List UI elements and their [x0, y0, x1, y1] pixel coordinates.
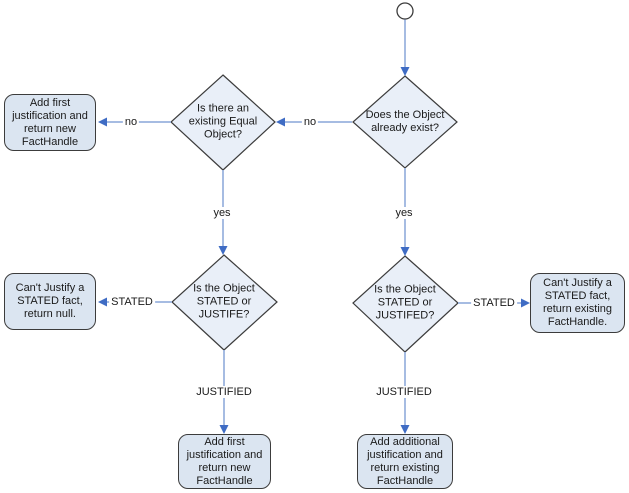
decision-stated-or-justifed-label: Is the Object STATED or JUSTIFED?	[374, 283, 436, 322]
box-add-first-justification-top: Add first justification and return new F…	[4, 94, 96, 151]
decision-object-exists-label: Does the Object already exist?	[365, 109, 445, 134]
edge-label-stated-left: STATED	[109, 296, 155, 308]
start-node-icon	[396, 2, 414, 20]
box-add-additional-justification-label: Add additional justification and return …	[367, 435, 443, 487]
box-cant-justify-return-null-label: Can't Justify a STATED fact, return null…	[15, 282, 85, 320]
box-cant-justify-return-existing: Can't Justify a STATED fact, return exis…	[530, 273, 625, 333]
box-cant-justify-return-existing-label: Can't Justify a STATED fact, return exis…	[542, 277, 613, 328]
decision-equal-object-label: Is there an existing Equal Object?	[188, 102, 258, 141]
box-cant-justify-return-null: Can't Justify a STATED fact, return null…	[4, 273, 96, 330]
edge-label-justified-right: JUSTIFIED	[374, 386, 434, 398]
box-add-first-justification-bottom: Add first justification and return new F…	[178, 434, 271, 489]
edge-label-no-to-equal-check: no	[301, 116, 319, 128]
edge-label-yes-equal: yes	[211, 207, 233, 219]
box-add-additional-justification: Add additional justification and return …	[357, 434, 453, 489]
edge-label-no-to-add-first: no	[122, 116, 140, 128]
edge-label-stated-right: STATED	[471, 297, 517, 309]
edge-label-justified-left: JUSTIFIED	[194, 386, 254, 398]
box-add-first-justification-bottom-label: Add first justification and return new F…	[186, 435, 263, 487]
box-add-first-justification-top-label: Add first justification and return new F…	[12, 96, 88, 148]
arrow-start-to-exists	[400, 19, 410, 76]
decision-stated-or-justife-label: Is the Object STATED or JUSTIFE?	[193, 282, 255, 321]
edge-label-yes-exists: yes	[393, 207, 415, 219]
